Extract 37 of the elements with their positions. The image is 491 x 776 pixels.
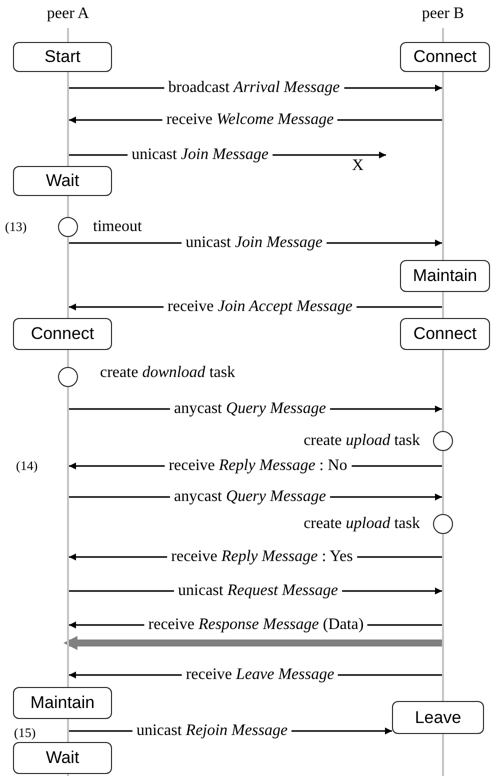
state-box: Wait xyxy=(13,742,112,774)
message-label: receive Response Message (Data) xyxy=(144,616,368,634)
state-box: Wait xyxy=(13,166,112,196)
state-box: Connect xyxy=(400,318,490,350)
message-label: receive Welcome Message xyxy=(162,111,338,129)
event-text: timeout xyxy=(93,218,142,236)
message-label: unicast Join Message xyxy=(182,234,326,252)
state-box: Start xyxy=(13,42,112,72)
state-box: Connect xyxy=(400,42,490,72)
message-label: anycast Query Message xyxy=(170,400,330,418)
message-arrow xyxy=(63,636,442,650)
message-label: unicast Join Message xyxy=(128,146,272,164)
state-box: Leave xyxy=(392,701,484,734)
state-box: Maintain xyxy=(400,260,490,292)
message-label: anycast Query Message xyxy=(170,488,330,506)
event-circle xyxy=(58,217,78,237)
event-text: create upload task xyxy=(304,432,420,450)
message-label: receive Join Accept Message xyxy=(164,298,356,316)
callout-number: (15) xyxy=(14,724,36,742)
event-circle xyxy=(58,367,78,387)
message-label: receive Reply Message : Yes xyxy=(167,548,357,566)
event-text: create download task xyxy=(100,364,236,382)
state-box: Connect xyxy=(13,318,112,350)
callout-number: (13) xyxy=(5,218,27,236)
message-label: unicast Rejoin Message xyxy=(132,722,292,740)
event-circle xyxy=(433,514,453,534)
callout-number: (14) xyxy=(16,457,38,475)
lost-message-mark: X xyxy=(352,157,364,175)
event-text: create upload task xyxy=(304,515,420,533)
message-label: receive Leave Message xyxy=(182,666,338,684)
state-box: Maintain xyxy=(13,687,112,719)
message-label: unicast Request Message xyxy=(174,582,342,600)
message-label: receive Reply Message : No xyxy=(164,457,352,475)
event-circle xyxy=(433,431,453,451)
participant-name: peer A xyxy=(46,5,90,23)
message-label: broadcast Arrival Message xyxy=(164,79,344,97)
participant-name: peer B xyxy=(422,5,464,23)
